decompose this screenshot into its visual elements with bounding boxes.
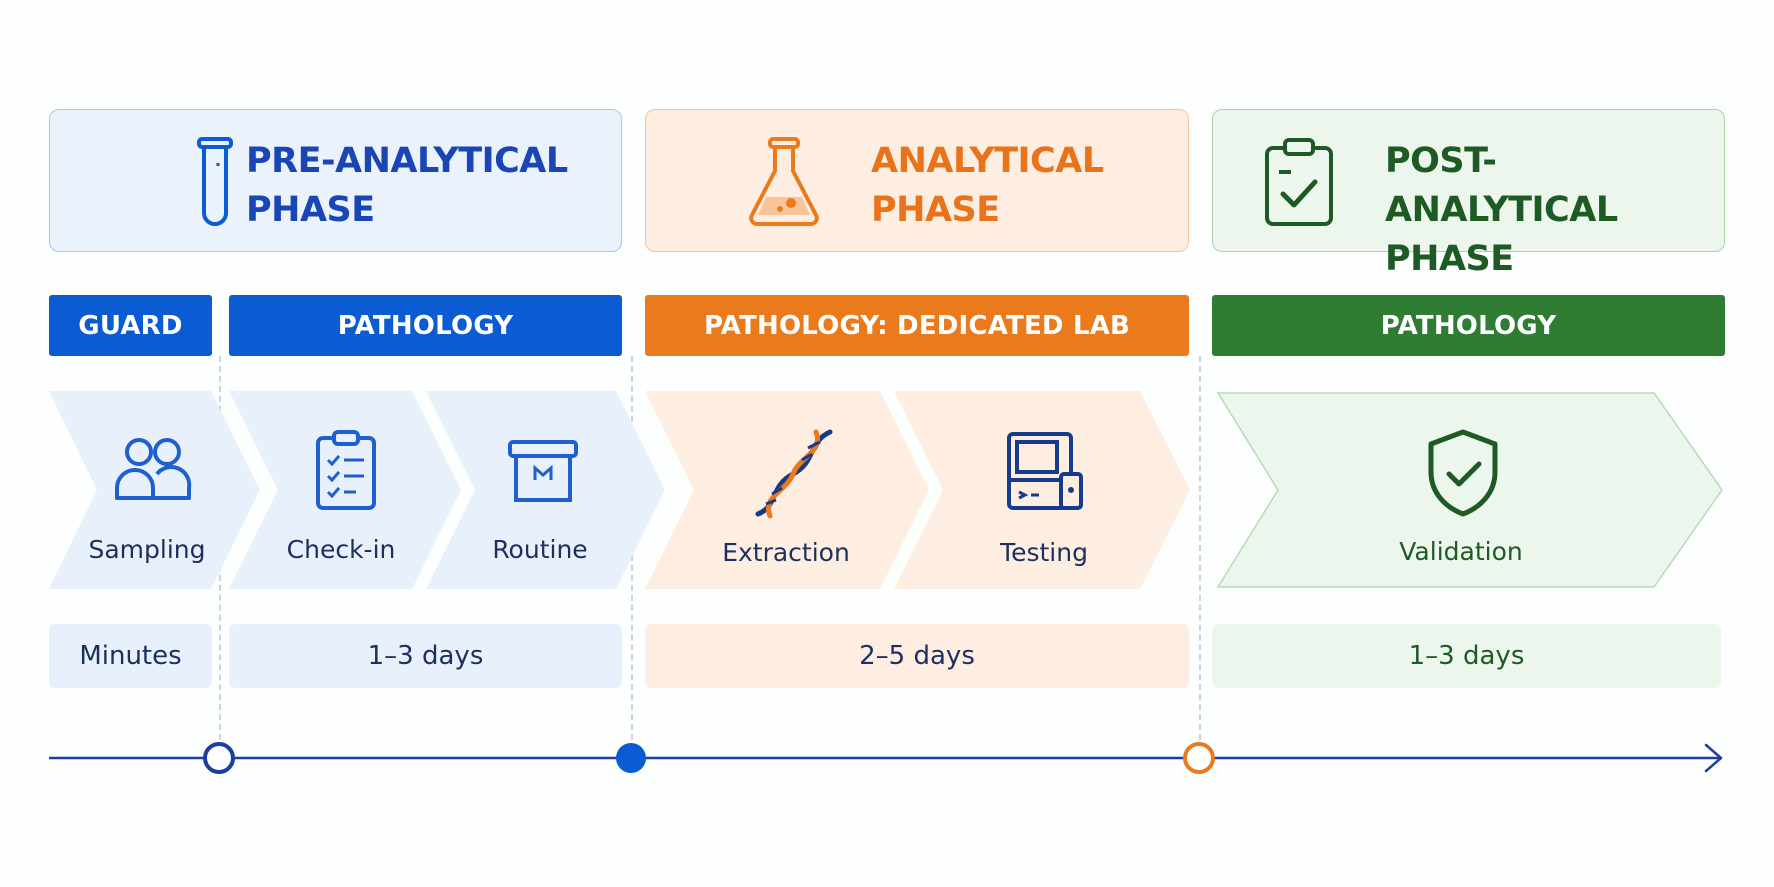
- duration-guard: Minutes: [49, 624, 212, 688]
- band-guard: GUARD: [49, 295, 212, 356]
- milestone-marker-open: [203, 742, 235, 774]
- band-pathology-dedicated-lab: PATHOLOGY: DEDICATED LAB: [645, 295, 1189, 356]
- step-label-check-in: Check-in: [286, 535, 396, 564]
- band-pathology: PATHOLOGY: [229, 295, 622, 356]
- band-pathology-post: PATHOLOGY: [1212, 295, 1725, 356]
- duration-post-analytical: 1–3 days: [1212, 624, 1721, 688]
- checklist-icon: [316, 430, 376, 510]
- divider: [1199, 356, 1201, 740]
- duration-pre-analytical: 1–3 days: [229, 624, 622, 688]
- chevron-extraction: [645, 391, 929, 589]
- step-label-validation: Validation: [1399, 537, 1523, 566]
- chevron-routine: [426, 391, 665, 589]
- shield-check-icon: [1428, 429, 1498, 517]
- step-label-routine: Routine: [492, 535, 588, 564]
- milestone-marker-filled: [616, 743, 646, 773]
- clipboard-check-icon: [1265, 138, 1333, 226]
- users-icon: [115, 438, 192, 500]
- box-icon: [508, 440, 578, 502]
- step-label-extraction: Extraction: [722, 538, 850, 567]
- chevron-check-in: [229, 391, 461, 589]
- test-tube-icon: [197, 137, 233, 226]
- chevron-testing: [894, 391, 1190, 589]
- timeline-arrowhead: [1704, 743, 1723, 773]
- flask-icon: [749, 137, 819, 226]
- step-label-testing: Testing: [1000, 538, 1088, 567]
- milestone-marker-orange: [1183, 742, 1215, 774]
- chevron-validation: [1216, 392, 1723, 588]
- duration-analytical: 2–5 days: [645, 624, 1189, 688]
- dna-icon: [755, 429, 833, 519]
- step-label-sampling: Sampling: [88, 535, 206, 564]
- lab-analyzer-icon: [1007, 432, 1083, 510]
